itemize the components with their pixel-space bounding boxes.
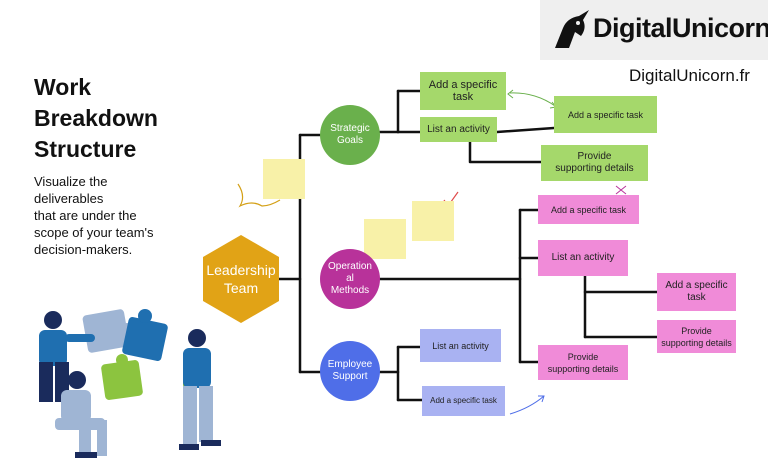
page-title: Work Breakdown Structure	[34, 74, 158, 162]
task-label: Add a specific task	[550, 204, 627, 215]
sticky-note	[364, 219, 406, 259]
website-label: DigitalUnicorn.fr	[629, 66, 750, 85]
task-box: List an activity	[538, 240, 628, 276]
task-label: Provide supporting details	[555, 151, 634, 174]
task-label: Add a specific task	[428, 79, 498, 103]
task-label: List an activity	[432, 340, 489, 351]
task-box: Provide supporting details	[538, 345, 628, 380]
task-box: Provide supporting details	[657, 320, 736, 353]
sticky-note	[412, 201, 454, 241]
logo-text: DigitalUnicorn	[593, 13, 768, 43]
curved-arrow	[509, 92, 556, 107]
task-label: Provide supporting details	[547, 351, 619, 374]
task-label: List an activity	[551, 252, 615, 263]
task-label: Add a specific task	[665, 280, 728, 303]
task-label: Add a specific task	[567, 109, 644, 120]
task-box: Add a specific task	[657, 273, 736, 311]
task-box: Add a specific task	[422, 386, 505, 416]
root-node-label: Leadership Team	[206, 262, 276, 296]
task-label: Add a specific task	[430, 396, 497, 405]
task-box: List an activity	[420, 329, 501, 362]
task-label: List an activity	[427, 123, 490, 135]
branch-employee-support: Employee Support	[320, 341, 380, 401]
branch-label: Strategic Goals	[330, 123, 370, 146]
page-subtitle: Visualize the deliverables that are unde…	[34, 174, 154, 257]
sticky-note	[263, 159, 305, 199]
task-box: Add a specific task	[538, 195, 639, 224]
task-box: Add a specific task	[554, 96, 657, 133]
branch-operational-methods: Operation al Methods	[320, 249, 380, 309]
task-box: Provide supporting details	[541, 145, 648, 181]
task-label: Provide supporting details	[661, 325, 732, 348]
branch-strategic-goals: Strategic Goals	[320, 105, 380, 165]
task-box: Add a specific task	[420, 72, 506, 110]
unicorn-logo-icon	[555, 10, 589, 48]
team-puzzle-illustration	[39, 309, 221, 458]
task-box: List an activity	[420, 117, 497, 142]
logo-panel	[540, 0, 768, 60]
branch-label: Operation al Methods	[328, 261, 372, 296]
branch-label: Employee Support	[327, 359, 373, 382]
